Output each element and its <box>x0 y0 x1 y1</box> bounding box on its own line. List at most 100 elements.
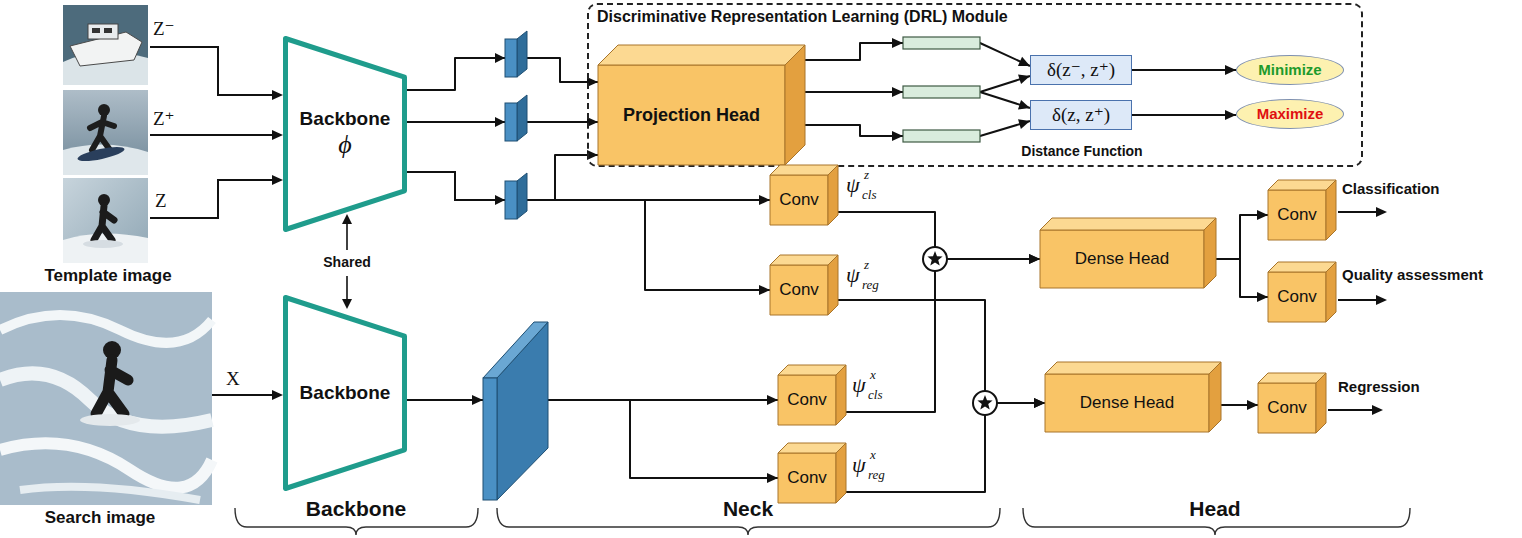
node-text: Minimize <box>1258 61 1321 78</box>
connector-group <box>846 398 1045 492</box>
correlation-symbol <box>923 247 947 271</box>
input-arrow <box>212 394 274 396</box>
section-label: Neck <box>723 497 773 521</box>
feature-map <box>517 31 527 77</box>
input-symbol: Z⁻ <box>153 18 175 40</box>
feature-map <box>483 322 548 378</box>
node-text: Maximize <box>1257 105 1324 122</box>
template-photo <box>63 178 148 263</box>
arrowhead <box>1018 57 1030 66</box>
input-symbol: X <box>226 368 240 390</box>
module-title: Discriminative Representation Learning (… <box>597 8 1008 26</box>
template-photo <box>63 233 148 263</box>
cube-front <box>778 453 836 503</box>
input-symbol: Z⁺ <box>153 108 175 130</box>
embedding-bar <box>903 37 980 142</box>
distance-box: δ(z, z⁺) <box>1030 100 1132 130</box>
cube-top <box>1258 373 1326 383</box>
cube-top <box>1268 262 1336 272</box>
cube-front <box>778 375 836 425</box>
feature-map <box>483 378 497 500</box>
arrowhead <box>495 53 505 205</box>
connector <box>407 172 770 290</box>
cube-side <box>836 365 846 425</box>
search-photo <box>96 360 128 414</box>
cube-top <box>1268 180 1336 190</box>
image-caption: Search image <box>45 508 156 528</box>
section-label: Backbone <box>306 497 406 521</box>
connector <box>1216 215 1268 259</box>
arrowhead <box>495 53 505 63</box>
group-note: Distance Function <box>1021 143 1142 159</box>
template-photo <box>104 28 112 33</box>
feature-subscript: cls <box>862 188 876 203</box>
cube-side <box>1316 373 1326 433</box>
embedding-bar <box>903 37 980 49</box>
dense-head: Dense Head <box>1045 362 1221 432</box>
arrowhead <box>1376 295 1387 305</box>
template-photo <box>83 240 123 248</box>
feature-subscript: reg <box>868 468 885 483</box>
image-caption: Template image <box>44 266 171 286</box>
search-photo <box>0 292 212 505</box>
cube-top <box>778 443 846 453</box>
template-photo <box>63 144 148 175</box>
arrowhead <box>892 87 903 97</box>
connector <box>846 259 1040 412</box>
arrowhead <box>1018 119 1030 129</box>
text-holder: Conv <box>778 375 836 425</box>
connector-group <box>1216 210 1268 259</box>
text-holder: Conv <box>1268 272 1326 322</box>
embedding-bar <box>903 86 980 98</box>
shared-arrow <box>346 222 348 250</box>
text-holder: Dense Head <box>1045 374 1209 432</box>
projection-head: Projection Head <box>598 45 805 165</box>
feature-symbol: ψ <box>846 262 860 287</box>
search-photo <box>80 414 140 426</box>
connector-group <box>1221 400 1258 410</box>
arrowhead <box>272 175 283 185</box>
cube-top <box>1045 362 1221 374</box>
cube-side <box>1209 362 1221 432</box>
arrowhead <box>495 117 505 127</box>
arrowhead <box>892 131 903 141</box>
feature-superscript: z <box>864 168 869 183</box>
cube-front <box>598 65 785 165</box>
cube-side <box>828 255 838 315</box>
arrowhead <box>1225 110 1236 120</box>
template-photo <box>92 28 100 33</box>
cube-front <box>770 175 828 225</box>
text-holder: Maximize <box>1237 100 1343 128</box>
arrowhead <box>1034 398 1045 408</box>
backbone-block: Backboneϕ <box>283 36 407 232</box>
correlation-symbol <box>973 391 997 415</box>
cube-side <box>1326 262 1336 322</box>
feature-subscript: reg <box>862 278 879 293</box>
arrowhead <box>1018 75 1030 85</box>
module-frame: Discriminative Representation Learning (… <box>587 3 1363 167</box>
arrowhead <box>272 130 283 140</box>
arrowhead <box>892 38 903 48</box>
node-text: Conv <box>1267 398 1307 418</box>
search-photo <box>0 292 212 505</box>
conv-block: Conv <box>778 443 846 503</box>
cube-side <box>1326 180 1336 240</box>
connector <box>407 58 598 200</box>
arrowhead <box>342 299 352 309</box>
distance-box: δ(z⁻, z⁺) <box>1030 55 1132 85</box>
text-holder: Conv <box>778 453 836 503</box>
conv-block: Conv <box>1258 373 1326 433</box>
dense-head: Dense Head <box>1040 218 1216 288</box>
feature-symbol: ψ <box>852 372 866 397</box>
input-arrow <box>150 134 274 136</box>
arrowhead <box>1018 100 1030 110</box>
feature-map <box>505 39 517 77</box>
text-holder: Conv <box>770 175 828 225</box>
shared-note: Shared <box>323 254 370 270</box>
connector <box>1216 259 1268 297</box>
arrowhead <box>1372 405 1383 415</box>
connector <box>846 403 1045 492</box>
correlation-symbol <box>977 395 992 409</box>
template-photo <box>63 90 148 175</box>
conv-block: Conv <box>1268 262 1336 322</box>
